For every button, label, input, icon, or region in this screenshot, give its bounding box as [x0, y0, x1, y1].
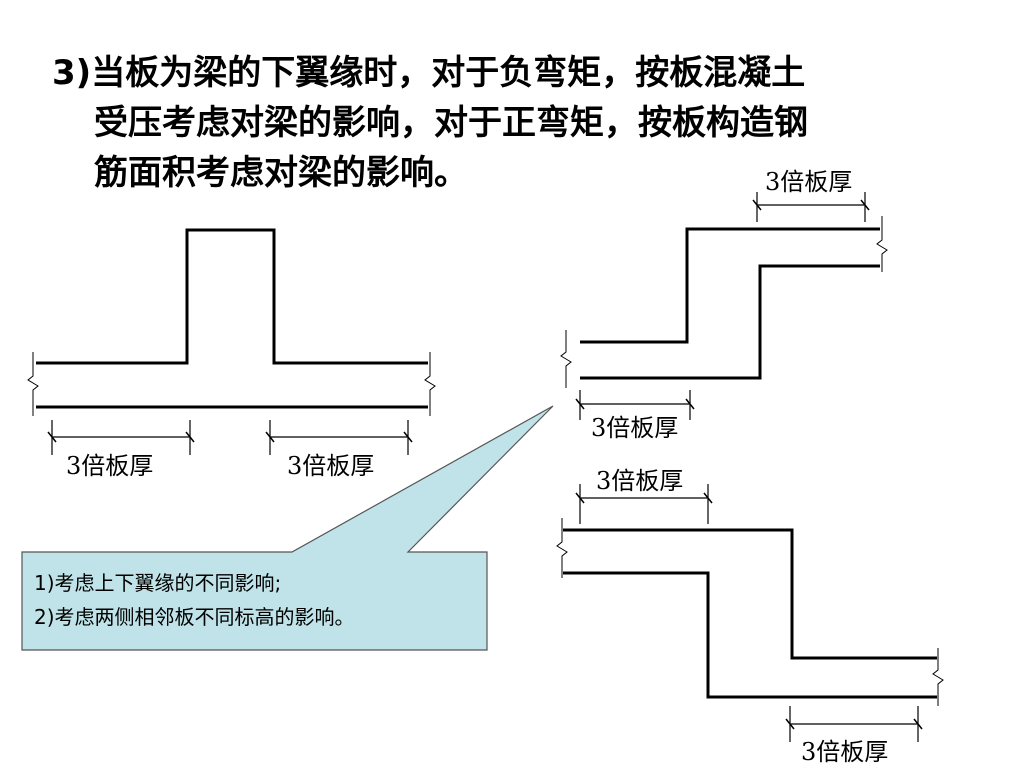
callout-line-2: 2)考虑两侧相邻板不同标高的影响。	[34, 605, 355, 629]
step-beam-section-lower	[556, 484, 944, 742]
dim-label-upper-top: 3倍板厚	[765, 168, 852, 196]
callout-text: 1)考虑上下翼缘的不同影响; 2)考虑两侧相邻板不同标高的影响。	[34, 566, 484, 634]
dim-label-t-left: 3倍板厚	[66, 452, 153, 480]
slide-heading: 3)当板为梁的下翼缘时，对于负弯矩，按板混凝土 受压考虑对梁的影响，对于正弯矩，…	[52, 48, 1012, 198]
callout-bubble	[21, 405, 554, 651]
step-beam-section-upper	[560, 192, 888, 420]
callout-line-1: 1)考虑上下翼缘的不同影响;	[34, 571, 282, 595]
heading-line-1: 3)当板为梁的下翼缘时，对于负弯矩，按板混凝土	[52, 53, 806, 93]
dim-label-lower-bottom: 3倍板厚	[801, 738, 888, 766]
heading-line-3: 筋面积考虑对梁的影响。	[94, 153, 468, 193]
dim-label-lower-top: 3倍板厚	[596, 467, 683, 495]
heading-line-2: 受压考虑对梁的影响，对于正弯矩，按板构造钢	[94, 103, 808, 143]
dim-label-upper-bottom: 3倍板厚	[591, 414, 678, 442]
t-beam-section	[27, 228, 436, 455]
dim-label-t-right: 3倍板厚	[287, 452, 374, 480]
